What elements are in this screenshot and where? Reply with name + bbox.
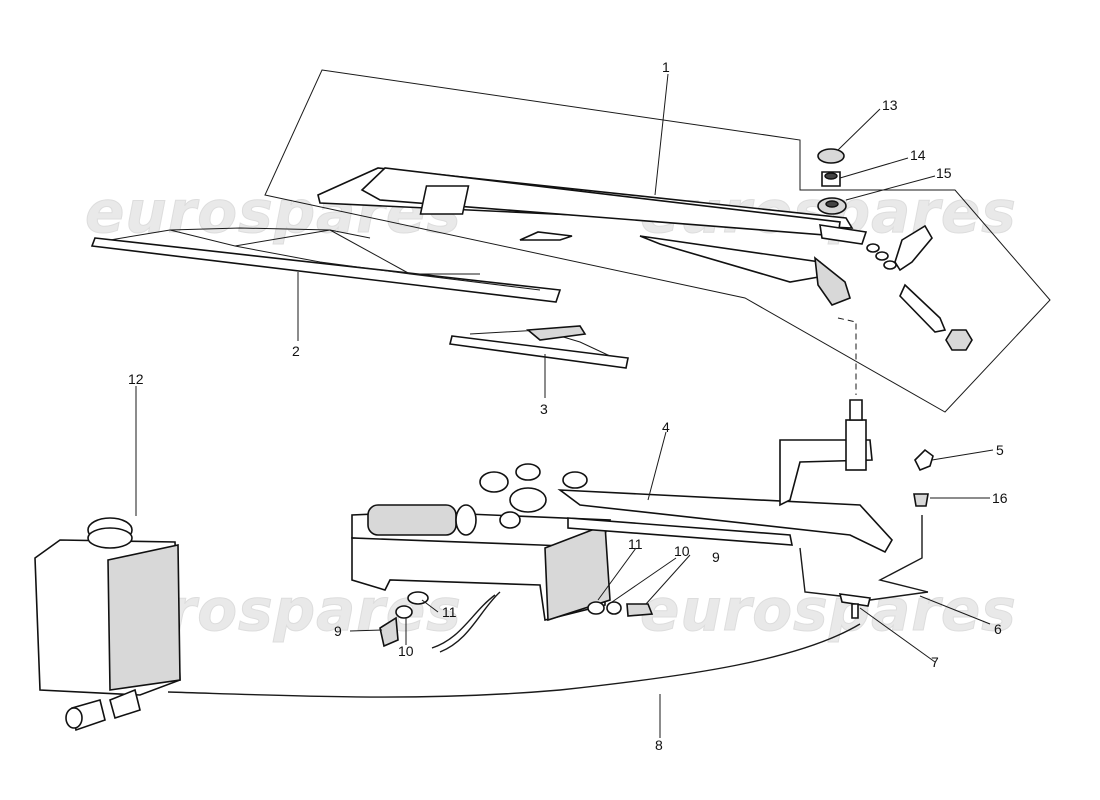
- motor-cable: [431, 591, 501, 653]
- part-12-washer-reservoir: [34, 517, 181, 732]
- part-14-nut: [821, 171, 841, 187]
- part-7-t-connector: [838, 593, 871, 619]
- part-13-cap: [817, 148, 845, 164]
- part-8-washer-hose: [167, 623, 861, 698]
- leader-lines: [135, 73, 994, 738]
- callout-7: 7: [931, 654, 939, 670]
- callout-4: 4: [662, 419, 670, 435]
- part-10-washer-right: [606, 601, 622, 615]
- callout-labels: 1 2 3 4 5 6 7 8 9 9 10 10 11 11 12 13 14…: [128, 59, 1008, 753]
- callout-6: 6: [994, 621, 1002, 637]
- callout-11-left: 11: [442, 604, 457, 620]
- part-9-screw-left: [379, 616, 399, 648]
- part-16-grommet: [913, 493, 929, 507]
- part-4-motor-linkage: [351, 399, 893, 622]
- part-15-bushing: [817, 197, 847, 215]
- watermark-bottom-right: eurospares: [640, 576, 1017, 644]
- callout-14: 14: [910, 147, 926, 163]
- callout-10-right: 10: [674, 543, 690, 559]
- part-10-washer-left: [395, 605, 413, 619]
- callout-1: 1: [662, 59, 670, 75]
- callout-16: 16: [992, 490, 1008, 506]
- callout-3: 3: [540, 401, 548, 417]
- callout-2: 2: [292, 343, 300, 359]
- part-9-screw-right: [626, 603, 654, 617]
- part-3-wiper-blade-short: [449, 325, 629, 369]
- callout-11-right: 11: [628, 536, 643, 552]
- callout-9-right: 9: [712, 549, 720, 565]
- part-1-wiper-arm: [317, 167, 868, 306]
- callout-15: 15: [936, 165, 952, 181]
- group-outline-arm-assembly: [264, 69, 1051, 413]
- callout-9-left: 9: [334, 623, 342, 639]
- part-2-wiper-blade-long: [90, 227, 562, 303]
- part-11-washer-right: [587, 601, 605, 615]
- callout-8: 8: [655, 737, 663, 753]
- part-5-washer-nozzle: [914, 448, 934, 472]
- part-6-washer-tube: [799, 515, 929, 601]
- callout-5: 5: [996, 442, 1004, 458]
- fixings-right: [587, 601, 654, 617]
- spindle-fittings: [866, 224, 973, 351]
- callout-13: 13: [882, 97, 898, 113]
- callout-12: 12: [128, 371, 144, 387]
- callout-10-left: 10: [398, 643, 414, 659]
